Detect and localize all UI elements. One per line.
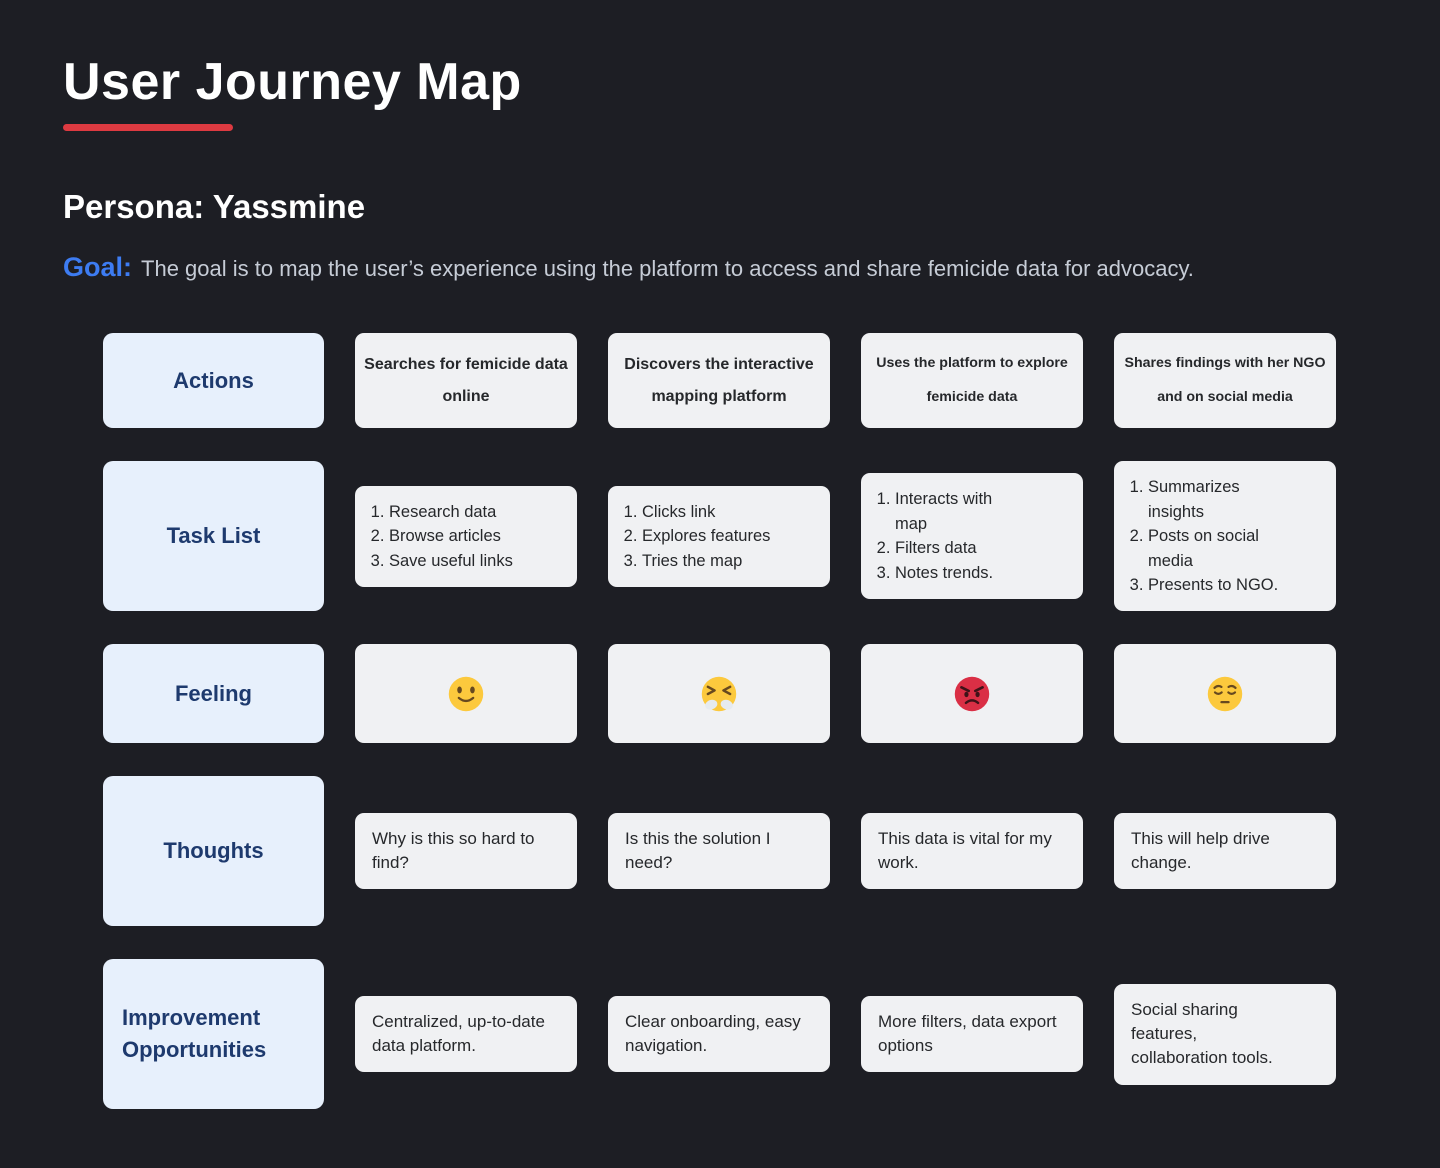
task-list-card-1: Research data Browse articles Save usefu… — [355, 485, 577, 587]
improvement-card-3: More filters, data export options — [861, 996, 1083, 1073]
task-item: Browse articles — [389, 524, 563, 548]
goal-text: The goal is to map the user’s experience… — [141, 256, 1194, 282]
feeling-card-3 — [861, 644, 1083, 744]
action-card-1: Searches for femicide data online — [355, 333, 577, 429]
task-item: Notes trends. — [895, 561, 1023, 585]
task-item: Explores features — [642, 524, 816, 548]
task-list-3: Interacts with map Filters data Notes tr… — [867, 487, 1069, 585]
task-item: Research data — [389, 500, 563, 524]
task-item: Tries the map — [642, 549, 816, 573]
face-with-steam-from-nose-icon — [701, 676, 737, 712]
task-item: Posts on social media — [1148, 524, 1290, 573]
task-item: Clicks link — [642, 500, 816, 524]
page-title: User Journey Map — [63, 53, 522, 111]
journey-grid: Actions Searches for femicide data onlin… — [103, 333, 1377, 1110]
action-card-2: Discovers the interactive mapping platfo… — [608, 333, 830, 429]
task-item: Presents to NGO. — [1148, 573, 1290, 597]
improvement-card-1: Centralized, up-to-date data platform. — [355, 996, 577, 1073]
goal-label: Goal: — [63, 252, 133, 283]
slightly-smiling-face-icon — [448, 676, 484, 712]
task-list-4: Summarizes insights Posts on social medi… — [1120, 475, 1322, 597]
feeling-card-4 — [1114, 644, 1336, 744]
feeling-card-1 — [355, 644, 577, 744]
task-list-1: Research data Browse articles Save usefu… — [361, 500, 563, 573]
row-label-task-list: Task List — [103, 461, 324, 612]
row-label-actions: Actions — [103, 333, 324, 429]
pensive-face-icon — [1207, 676, 1243, 712]
user-journey-map-page: User Journey Map Persona: Yassmine Goal:… — [0, 0, 1440, 1109]
task-list-card-2: Clicks link Explores features Tries the … — [608, 485, 830, 587]
task-list-card-4: Summarizes insights Posts on social medi… — [1114, 461, 1336, 612]
thought-card-1: Why is this so hard to find? — [355, 813, 577, 890]
task-item: Filters data — [895, 536, 1023, 560]
action-card-4: Shares findings with her NGO and on soci… — [1114, 333, 1336, 429]
thought-card-3: This data is vital for my work. — [861, 813, 1083, 890]
title-underline — [63, 124, 233, 132]
improvement-card-4: Social sharing features, collaboration t… — [1114, 984, 1336, 1085]
task-list-2: Clicks link Explores features Tries the … — [614, 500, 816, 573]
task-list-card-3: Interacts with map Filters data Notes tr… — [861, 473, 1083, 600]
thought-card-4: This will help drive change. — [1114, 813, 1336, 890]
persona-heading: Persona: Yassmine — [63, 188, 366, 226]
task-item: Save useful links — [389, 549, 563, 573]
goal-line: Goal: The goal is to map the user’s exper… — [63, 250, 1377, 285]
row-label-improvement-opportunities: Improvement Opportunities — [103, 959, 324, 1110]
feeling-card-2 — [608, 644, 830, 744]
pouting-face-icon — [954, 676, 990, 712]
improvement-card-2: Clear onboarding, easy navigation. — [608, 996, 830, 1073]
row-label-feeling: Feeling — [103, 644, 324, 744]
action-card-3: Uses the platform to explore femicide da… — [861, 333, 1083, 429]
task-item: Interacts with map — [895, 487, 1023, 536]
task-item: Summarizes insights — [1148, 475, 1290, 524]
thought-card-2: Is this the solution I need? — [608, 813, 830, 890]
row-label-thoughts: Thoughts — [103, 776, 324, 927]
